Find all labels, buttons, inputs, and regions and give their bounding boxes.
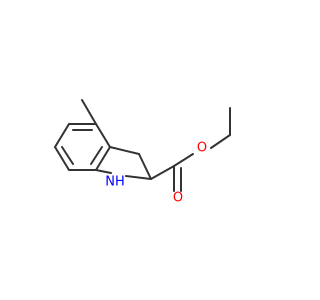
- molecule-diagram: NH O O: [54, 99, 231, 206]
- bond-c6-c7-inner: [61, 146, 74, 165]
- structure-canvas: NH O O: [54, 99, 231, 206]
- bond-o-ester-ch2: [210, 134, 231, 149]
- bond-carbonyl-c-o-ester: [173, 153, 194, 167]
- bond-c2-carbonyl-c: [150, 165, 175, 180]
- bond-c5-c6: [54, 123, 70, 148]
- atom-label-o-carbonyl: O: [173, 191, 183, 206]
- atom-label-o-ester: O: [197, 141, 207, 156]
- bond-c7a-c3a-inner: [90, 146, 103, 165]
- bond-c6-c7: [54, 146, 70, 171]
- bond-c3a-c3: [109, 146, 140, 155]
- bond-c4-methyl: [81, 99, 97, 125]
- bond-c2-n1: [125, 175, 152, 180]
- bond-c3a-c4: [95, 123, 111, 148]
- atom-label-nh: NH: [105, 175, 125, 190]
- bond-c3-c2: [138, 153, 152, 180]
- bond-c7a-c3a: [95, 146, 111, 171]
- bond-n1-c7a: [95, 169, 112, 174]
